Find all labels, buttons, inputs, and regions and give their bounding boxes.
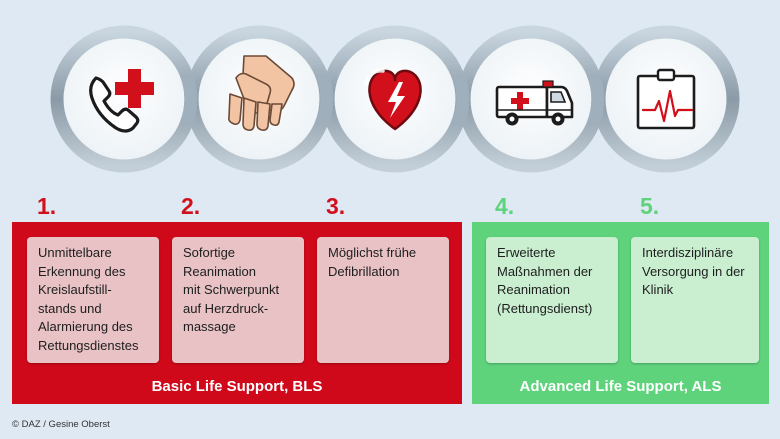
- clinic-monitor-icon: [636, 68, 696, 130]
- step-card-3: Möglichst frühe Defibrillation: [317, 237, 449, 363]
- step-card-4: Erweiterte Maßnahmen der Reanimation (Re…: [486, 237, 618, 363]
- step-card-5: Interdisziplinäre Versorgung in der Klin…: [631, 237, 759, 363]
- als-panel: Erweiterte Maßnahmen der Reanimation (Re…: [472, 222, 769, 404]
- als-label: Advanced Life Support, ALS: [519, 378, 722, 395]
- chain-of-survival: [50, 25, 740, 173]
- heart-defibrillation-icon: [364, 69, 422, 131]
- chain-link-1: [50, 25, 198, 173]
- step-number-2: 2.: [181, 193, 201, 219]
- image-credit: © DAZ / Gesine Oberst: [12, 419, 110, 430]
- step-number-1: 1.: [37, 193, 57, 219]
- chest-compression-hands-icon: [228, 55, 295, 131]
- step-number-4: 4.: [495, 193, 515, 219]
- bls-label: Basic Life Support, BLS: [151, 378, 323, 395]
- step-card-2: Sofortige Reanimation mit Schwerpunkt au…: [172, 237, 304, 363]
- step-card-1: Unmittelbare Erkennung des Kreislaufstil…: [27, 237, 159, 363]
- bls-panel: Unmittelbare Erkennung des Kreislaufstil…: [12, 222, 462, 404]
- ambulance-icon: [495, 80, 574, 126]
- step-number-5: 5.: [640, 193, 660, 219]
- phone-cross-icon: [89, 69, 154, 133]
- step-number-3: 3.: [326, 193, 346, 219]
